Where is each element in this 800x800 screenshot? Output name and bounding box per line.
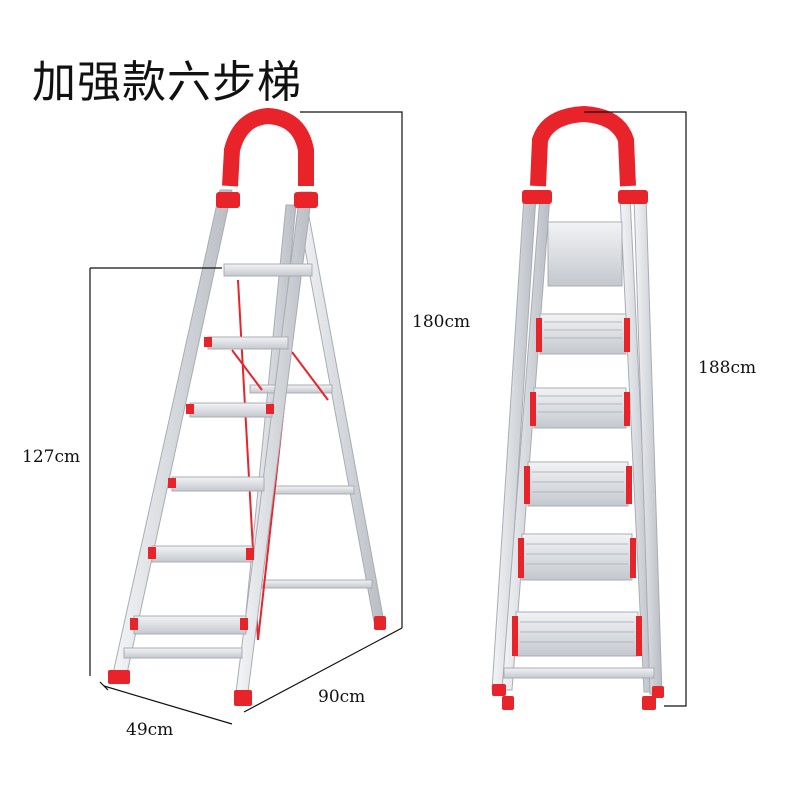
foot <box>652 686 664 698</box>
depth-label: 90cm <box>318 687 366 707</box>
tread <box>515 611 639 657</box>
hinge <box>294 192 318 208</box>
foot <box>374 616 386 630</box>
front-view-ladder <box>491 105 664 710</box>
extended-height-label: 188cm <box>698 358 757 378</box>
hinge <box>216 192 240 208</box>
width-label: 49cm <box>126 720 174 740</box>
red-caps <box>130 337 274 630</box>
tread <box>151 545 253 563</box>
foot <box>108 670 130 684</box>
foot <box>642 696 656 710</box>
front-view-treads <box>503 313 655 679</box>
hinge <box>522 190 552 204</box>
bottom-bar <box>503 667 655 679</box>
tread <box>533 387 627 429</box>
foot <box>502 696 514 710</box>
front-leg-left <box>111 189 233 679</box>
tread <box>527 461 629 507</box>
foot <box>234 690 252 706</box>
tread-ribs <box>520 321 634 643</box>
rear-crossbar <box>249 384 333 394</box>
tread <box>171 476 265 492</box>
tread <box>521 533 633 581</box>
red-brackets <box>512 318 642 656</box>
tread <box>207 336 289 350</box>
red-handle <box>530 105 636 187</box>
tread <box>539 313 627 355</box>
tread <box>189 402 273 418</box>
top-platform <box>547 221 623 287</box>
tread <box>223 263 313 277</box>
tread <box>133 615 247 635</box>
side-view-ladder <box>108 107 386 706</box>
side-dimension-lines <box>89 111 403 725</box>
front-dimension-lines <box>584 111 687 707</box>
rear-leg-right <box>295 199 385 623</box>
hinge <box>618 190 648 204</box>
platform-height-label: 127cm <box>22 447 81 467</box>
bottom-bar <box>123 647 243 659</box>
total-height-label: 180cm <box>412 312 471 332</box>
side-view-treads <box>123 263 313 659</box>
page-title: 加强款六步梯 <box>32 57 302 108</box>
foot <box>492 684 506 696</box>
red-handle <box>222 107 314 187</box>
rear-crossbar <box>261 579 373 589</box>
